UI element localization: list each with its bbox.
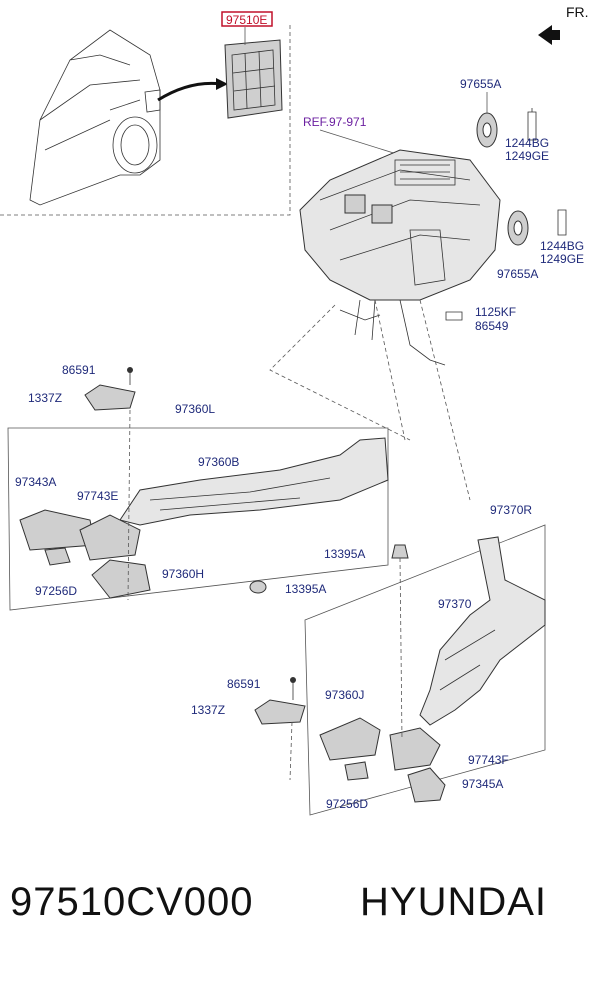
part-label-13395A-left[interactable]: 13395A: [285, 582, 326, 596]
front-label: FR.: [566, 4, 589, 20]
right-duct-group: [254, 524, 546, 816]
reference-label[interactable]: REF.97-971: [303, 115, 367, 129]
part-label-97743E[interactable]: 97743E: [77, 489, 118, 503]
footer-part-number: 97510CV000: [10, 880, 254, 924]
part-label-1337Z-right[interactable]: 1337Z: [191, 703, 225, 717]
part-label-97655A-mid[interactable]: 97655A: [497, 267, 538, 281]
part-label-1125KF[interactable]: 1125KF: [475, 305, 516, 319]
footer-brand: HYUNDAI: [360, 880, 548, 924]
hvac-assembly: [299, 149, 501, 366]
part-label-97360H[interactable]: 97360H: [162, 567, 204, 581]
part-label-97510E[interactable]: 97510E: [226, 13, 267, 27]
part-label-97360B[interactable]: 97360B: [198, 455, 239, 469]
part-label-97360L[interactable]: 97360L: [175, 402, 215, 416]
part-label-97256D-left[interactable]: 97256D: [35, 584, 77, 598]
cabin-air-filter[interactable]: 97510E: [221, 11, 283, 119]
left-duct-group: [7, 367, 389, 611]
part-label-97655A-top[interactable]: 97655A: [460, 77, 501, 91]
part-label-86591-left[interactable]: 86591: [62, 363, 96, 377]
part-label-97370[interactable]: 97370: [438, 597, 472, 611]
part-label-97345A[interactable]: 97345A: [462, 777, 503, 791]
part-label-1244BG-mid[interactable]: 1244BG: [540, 239, 584, 253]
hvac-fasteners: [445, 92, 567, 321]
part-label-86591-right[interactable]: 86591: [227, 677, 261, 691]
part-label-97343A[interactable]: 97343A: [15, 475, 56, 489]
part-label-97743F[interactable]: 97743F: [468, 753, 509, 767]
front-direction-indicator: FR.: [538, 4, 589, 45]
part-label-1249GE-top[interactable]: 1249GE: [505, 149, 549, 163]
part-label-97370R[interactable]: 97370R: [490, 503, 532, 517]
part-label-1244BG-top[interactable]: 1244BG: [505, 136, 549, 150]
part-label-13395A-right[interactable]: 13395A: [324, 547, 365, 561]
part-label-86549[interactable]: 86549: [475, 319, 509, 333]
part-label-97256D-right[interactable]: 97256D: [326, 797, 368, 811]
part-label-1249GE-mid[interactable]: 1249GE: [540, 252, 584, 266]
part-label-97360J[interactable]: 97360J: [325, 688, 364, 702]
part-label-1337Z-left[interactable]: 1337Z: [28, 391, 62, 405]
front-arrow-icon: [538, 25, 560, 45]
vehicle-inset: [0, 22, 291, 216]
